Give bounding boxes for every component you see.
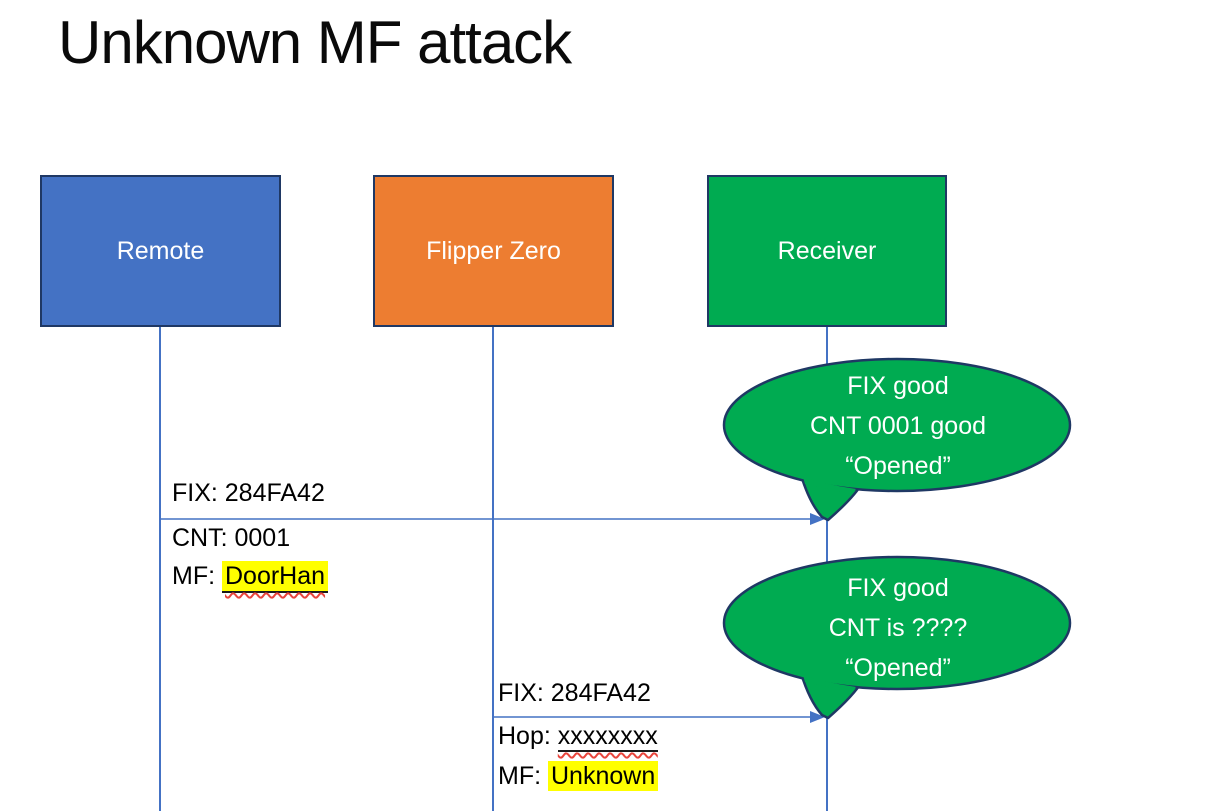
receiver-callout-1-text: FIX good CNT 0001 good “Opened” xyxy=(733,366,1063,486)
receiver-callout-2-join xyxy=(803,675,856,692)
receiver-callout-1 xyxy=(722,357,1072,522)
message-1-mf-value-highlighted: DoorHan xyxy=(222,561,329,593)
actor-box-remote: Remote xyxy=(40,175,281,327)
message-1-mf-prefix: MF: xyxy=(172,562,222,590)
actor-box-flipper-zero: Flipper Zero xyxy=(373,175,614,327)
actor-label-remote: Remote xyxy=(116,236,205,265)
callout-2-line-3: “Opened” xyxy=(845,654,951,682)
callout-1-line-1: FIX good xyxy=(847,372,949,400)
remote-lifeline xyxy=(159,327,161,811)
message-2-fix-text: FIX: 284FA42 xyxy=(498,679,651,707)
message-1-fix-text: FIX: 284FA42 xyxy=(172,479,325,507)
message-2-hop-value: xxxxxxxx xyxy=(557,722,658,752)
message-arrow-2-head xyxy=(810,711,825,723)
message-arrow-2 xyxy=(493,711,825,723)
message-2-mf-prefix: MF: xyxy=(498,762,548,790)
receiver-callout-1-join xyxy=(803,477,856,494)
receiver-callout-2 xyxy=(722,555,1072,720)
actor-box-receiver: Receiver xyxy=(707,175,947,327)
receiver-callout-2-text: FIX good CNT is ???? “Opened” xyxy=(733,568,1063,688)
actor-label-flipper-zero: Flipper Zero xyxy=(426,236,561,265)
flipper-lifeline xyxy=(492,327,494,811)
callout-2-line-1: FIX good xyxy=(847,574,949,602)
callout-1-line-2: CNT 0001 good xyxy=(809,412,987,440)
message-1-cnt-text: CNT: 0001 xyxy=(172,524,291,552)
message-2-fix-label: FIX: 284FA42 xyxy=(498,677,651,709)
callout-1-line-3: “Opened” xyxy=(845,452,951,480)
message-1-cnt-label: CNT: 0001 xyxy=(172,522,290,554)
message-arrow-1-head xyxy=(810,513,825,525)
receiver-callout-1-ellipse xyxy=(722,357,1072,493)
message-arrow-1 xyxy=(160,513,825,525)
receiver-callout-2-ellipse xyxy=(722,555,1072,691)
message-2-mf-value-highlighted: Unknown xyxy=(548,761,659,791)
actor-label-receiver: Receiver xyxy=(777,236,877,265)
message-2-hop-prefix: Hop: xyxy=(498,722,558,750)
callout-2-line-2: CNT is ???? xyxy=(828,614,968,642)
message-2-mf-label: MF: Unknown xyxy=(498,760,659,792)
message-2-hop-label: Hop: xxxxxxxx xyxy=(498,720,658,752)
message-1-fix-label: FIX: 284FA42 xyxy=(172,477,325,509)
slide-title: Unknown MF attack xyxy=(58,9,572,76)
message-1-mf-label: MF: DoorHan xyxy=(172,560,329,593)
